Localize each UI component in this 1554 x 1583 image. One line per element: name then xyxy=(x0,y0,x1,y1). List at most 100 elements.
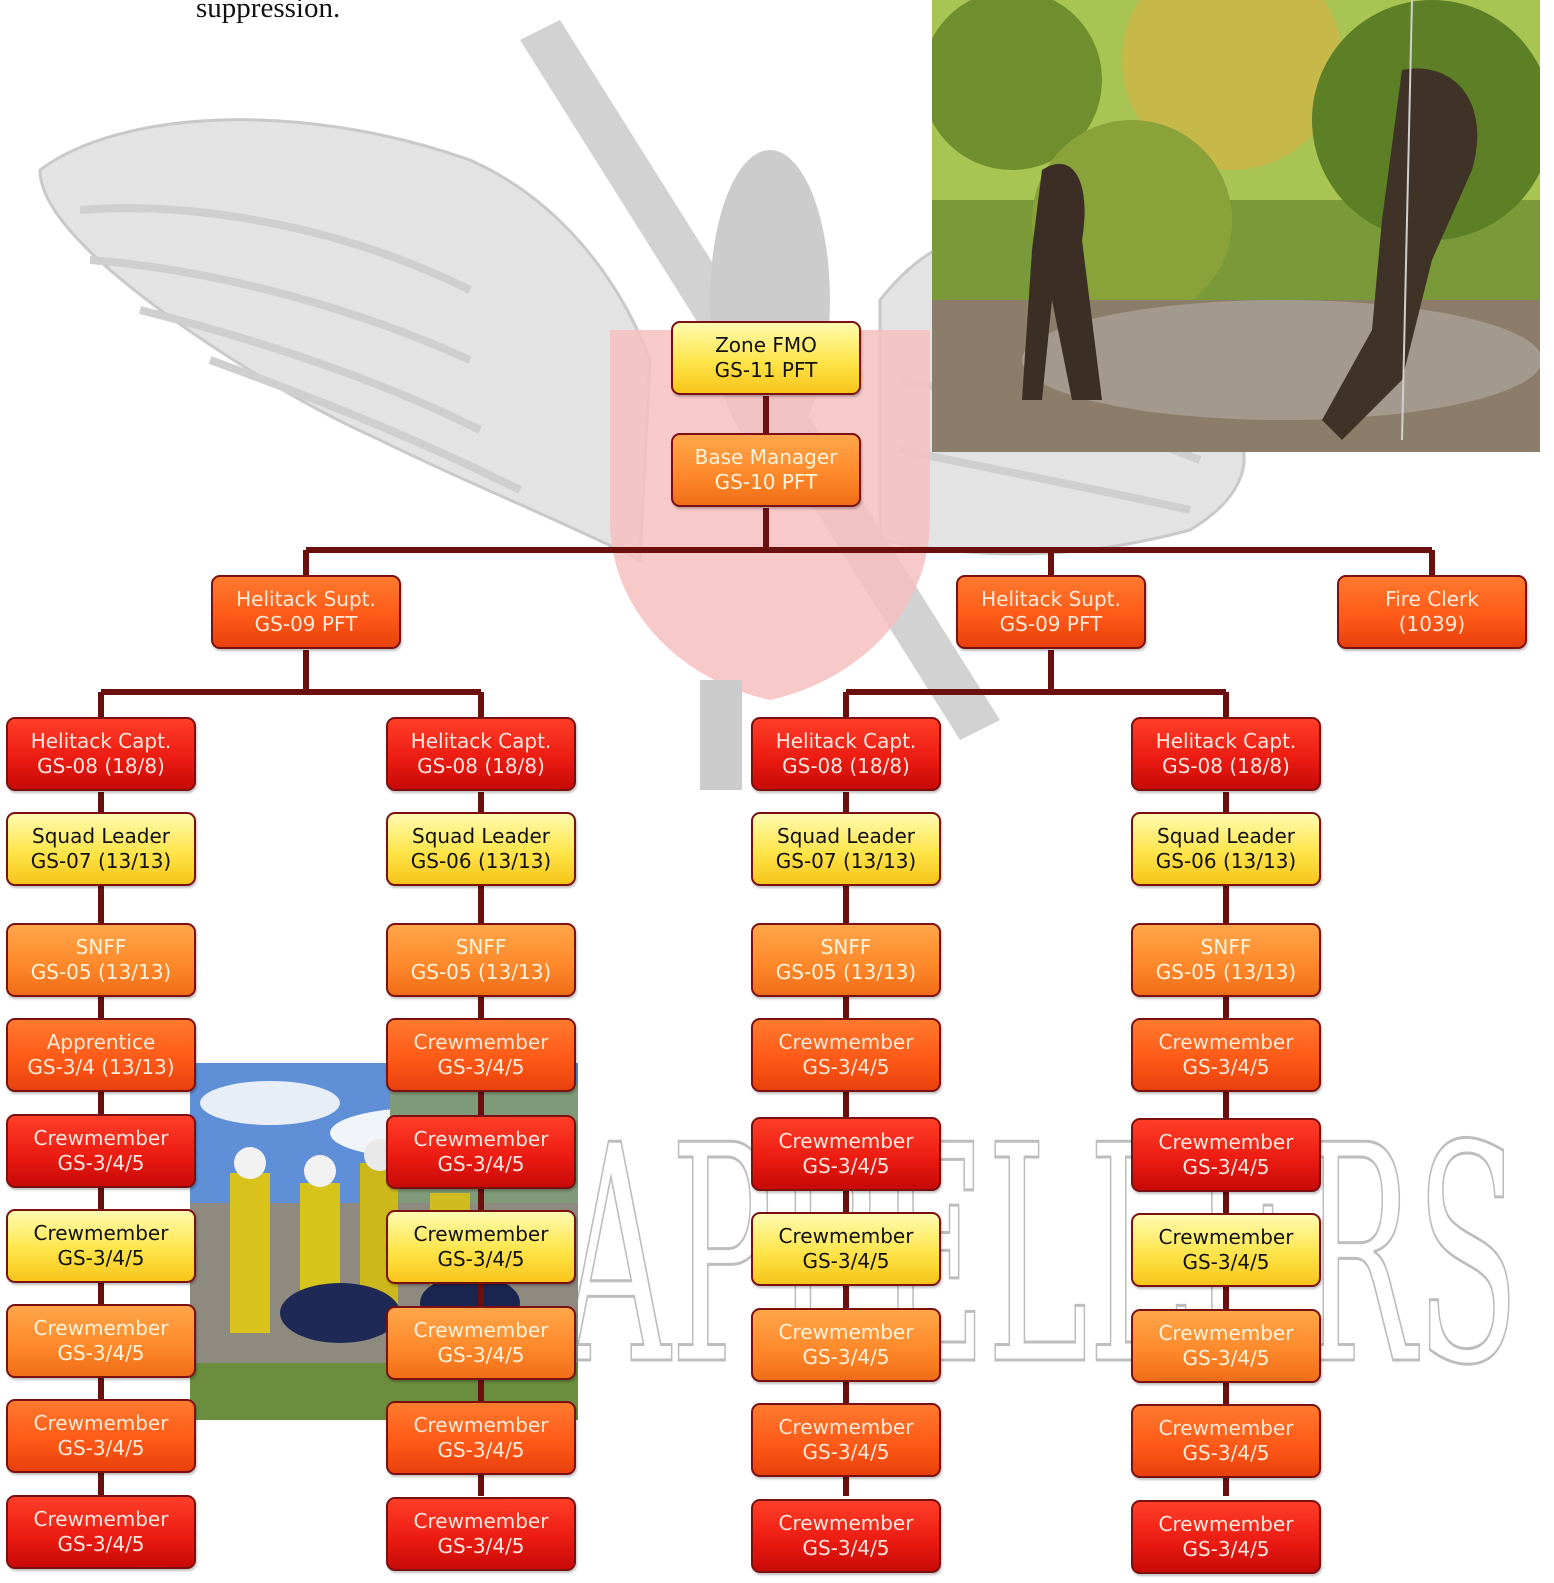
node-crew2-member-5: Crewmember GS-3/4/5 xyxy=(386,1401,576,1475)
node-crew1-member-1: Apprentice GS-3/4 (13/13) xyxy=(6,1018,196,1092)
node-title: SNFF xyxy=(75,935,127,959)
node-grade: GS-09 PFT xyxy=(999,612,1103,636)
node-helitack-supt-right: Helitack Supt. GS-09 PFT xyxy=(956,575,1146,649)
node-crew4-member-5: Crewmember GS-3/4/5 xyxy=(1131,1404,1321,1478)
node-title: Crewmember xyxy=(778,1129,914,1153)
node-title: Crewmember xyxy=(1158,1321,1294,1345)
node-crew2-member-2: Crewmember GS-3/4/5 xyxy=(386,1115,576,1189)
node-grade: GS-3/4/5 xyxy=(1182,1055,1270,1079)
node-crew2-snff: SNFF GS-05 (13/13) xyxy=(386,923,576,997)
node-crew4-member-6: Crewmember GS-3/4/5 xyxy=(1131,1500,1321,1574)
node-grade: GS-08 (18/8) xyxy=(782,754,910,778)
node-crew4-member-1: Crewmember GS-3/4/5 xyxy=(1131,1018,1321,1092)
node-crew3-captain: Helitack Capt. GS-08 (18/8) xyxy=(751,717,941,791)
shield-icon xyxy=(610,330,930,700)
node-grade: GS-3/4/5 xyxy=(1182,1537,1270,1561)
node-title: Helitack Capt. xyxy=(1155,729,1297,753)
node-title: Crewmember xyxy=(778,1320,914,1344)
node-title: Crewmember xyxy=(1158,1030,1294,1054)
node-crew1-member-4: Crewmember GS-3/4/5 xyxy=(6,1304,196,1378)
node-crew1-member-5: Crewmember GS-3/4/5 xyxy=(6,1399,196,1473)
node-crew4-captain: Helitack Capt. GS-08 (18/8) xyxy=(1131,717,1321,791)
node-title: Crewmember xyxy=(778,1415,914,1439)
node-grade: GS-08 (18/8) xyxy=(417,754,545,778)
node-title: Helitack Capt. xyxy=(30,729,172,753)
node-crew1-captain: Helitack Capt. GS-08 (18/8) xyxy=(6,717,196,791)
node-grade: (1039) xyxy=(1398,612,1466,636)
node-title: Crewmember xyxy=(33,1507,169,1531)
node-grade: GS-3/4/5 xyxy=(437,1055,525,1079)
node-crew3-member-1: Crewmember GS-3/4/5 xyxy=(751,1018,941,1092)
node-grade: GS-3/4/5 xyxy=(437,1343,525,1367)
node-title: Crewmember xyxy=(778,1030,914,1054)
node-grade: GS-10 PFT xyxy=(714,470,818,494)
node-crew1-member-6: Crewmember GS-3/4/5 xyxy=(6,1495,196,1569)
node-title: Crewmember xyxy=(1158,1225,1294,1249)
node-title: Base Manager xyxy=(694,445,838,469)
node-title: Helitack Supt. xyxy=(236,587,376,611)
node-title: SNFF xyxy=(455,935,507,959)
node-title: Crewmember xyxy=(413,1127,549,1151)
node-crew1-member-2: Crewmember GS-3/4/5 xyxy=(6,1114,196,1188)
node-grade: GS-3/4/5 xyxy=(802,1440,890,1464)
node-title: Helitack Capt. xyxy=(410,729,552,753)
node-title: Crewmember xyxy=(1158,1416,1294,1440)
node-grade: GS-3/4/5 xyxy=(57,1151,145,1175)
node-crew4-member-4: Crewmember GS-3/4/5 xyxy=(1131,1309,1321,1383)
node-grade: GS-3/4/5 xyxy=(802,1154,890,1178)
node-title: Crewmember xyxy=(33,1221,169,1245)
tail-boom-icon xyxy=(700,680,742,790)
intro-text: suppression. xyxy=(196,0,341,24)
rappeller-statue-photo xyxy=(932,0,1540,452)
node-grade: GS-07 (13/13) xyxy=(775,849,917,873)
node-grade: GS-09 PFT xyxy=(254,612,358,636)
node-title: SNFF xyxy=(1200,935,1252,959)
node-title: Zone FMO xyxy=(715,333,817,357)
node-title: Crewmember xyxy=(33,1411,169,1435)
node-title: Crewmember xyxy=(1158,1512,1294,1536)
wing-left-icon xyxy=(38,118,652,563)
node-grade: GS-3/4/5 xyxy=(802,1536,890,1560)
node-title: Crewmember xyxy=(1158,1130,1294,1154)
node-crew2-member-4: Crewmember GS-3/4/5 xyxy=(386,1306,576,1380)
node-crew4-member-2: Crewmember GS-3/4/5 xyxy=(1131,1118,1321,1192)
node-grade: GS-3/4/5 xyxy=(802,1249,890,1273)
node-grade: GS-3/4/5 xyxy=(1182,1250,1270,1274)
node-grade: GS-07 (13/13) xyxy=(30,849,172,873)
node-crew3-member-4: Crewmember GS-3/4/5 xyxy=(751,1308,941,1382)
node-crew4-snff: SNFF GS-05 (13/13) xyxy=(1131,923,1321,997)
node-grade: GS-08 (18/8) xyxy=(1162,754,1290,778)
node-crew3-snff: SNFF GS-05 (13/13) xyxy=(751,923,941,997)
node-crew4-squad-leader: Squad Leader GS-06 (13/13) xyxy=(1131,812,1321,886)
node-title: Crewmember xyxy=(778,1511,914,1535)
node-grade: GS-06 (13/13) xyxy=(1155,849,1297,873)
node-grade: GS-3/4/5 xyxy=(437,1247,525,1271)
node-crew1-member-3: Crewmember GS-3/4/5 xyxy=(6,1209,196,1283)
node-crew4-member-3: Crewmember GS-3/4/5 xyxy=(1131,1213,1321,1287)
node-grade: GS-08 (18/8) xyxy=(37,754,165,778)
node-fire-clerk: Fire Clerk (1039) xyxy=(1337,575,1527,649)
node-base-manager: Base Manager GS-10 PFT xyxy=(671,433,861,507)
node-title: Squad Leader xyxy=(777,824,915,848)
node-grade: GS-11 PFT xyxy=(714,358,818,382)
node-title: Crewmember xyxy=(778,1224,914,1248)
node-title: Squad Leader xyxy=(32,824,170,848)
node-helitack-supt-left: Helitack Supt. GS-09 PFT xyxy=(211,575,401,649)
node-title: Apprentice xyxy=(46,1030,156,1054)
node-title: Squad Leader xyxy=(412,824,550,848)
node-grade: GS-3/4/5 xyxy=(802,1055,890,1079)
node-title: Crewmember xyxy=(413,1413,549,1437)
node-title: Crewmember xyxy=(33,1126,169,1150)
node-grade: GS-05 (13/13) xyxy=(410,960,552,984)
node-grade: GS-3/4 (13/13) xyxy=(27,1055,175,1079)
node-crew3-member-5: Crewmember GS-3/4/5 xyxy=(751,1403,941,1477)
node-crew3-squad-leader: Squad Leader GS-07 (13/13) xyxy=(751,812,941,886)
node-title: Crewmember xyxy=(413,1318,549,1342)
node-grade: GS-3/4/5 xyxy=(437,1534,525,1558)
node-title: Helitack Capt. xyxy=(775,729,917,753)
node-title: Crewmember xyxy=(413,1030,549,1054)
node-grade: GS-3/4/5 xyxy=(57,1436,145,1460)
node-grade: GS-3/4/5 xyxy=(802,1345,890,1369)
